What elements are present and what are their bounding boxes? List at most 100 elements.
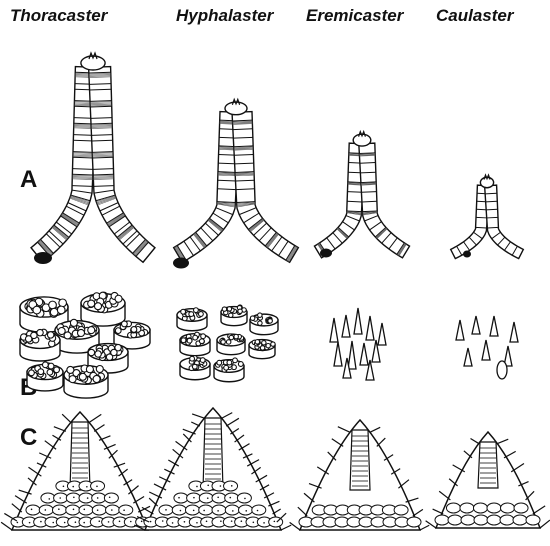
- plate-granule: [83, 508, 86, 511]
- disc-plate: [211, 492, 227, 504]
- arm-plate-line: [91, 134, 113, 136]
- arm-hatch: [133, 240, 147, 255]
- arm-hatch: [249, 219, 264, 231]
- arm-hatch: [96, 197, 117, 205]
- plate-granule: [178, 496, 180, 499]
- arm-pair-hyphalaster: [172, 97, 300, 264]
- arm-hatch: [39, 240, 53, 255]
- arm-hatch: [397, 243, 406, 256]
- marginal-spine: [225, 417, 240, 427]
- spine: [463, 347, 473, 367]
- disc-cap: [224, 101, 248, 116]
- marginal-spine: [510, 462, 525, 473]
- spinelet: [32, 305, 42, 315]
- spinelet: [220, 339, 226, 345]
- arm-hatch: [235, 172, 255, 174]
- disc-plate: [486, 502, 502, 514]
- arm-plate-line: [258, 227, 272, 242]
- arm-hatch: [51, 227, 67, 241]
- plate-granule: [118, 520, 121, 523]
- marginal-spine: [438, 490, 451, 501]
- arm-plate-line: [101, 205, 120, 216]
- arm-plate-line: [235, 179, 255, 182]
- arm-plate-line: [381, 232, 392, 244]
- arm-plate-line: [491, 231, 501, 240]
- plate-granule: [161, 520, 164, 522]
- arm-hatch: [337, 227, 349, 239]
- marginal-spine: [259, 484, 270, 491]
- arm-hatch: [61, 213, 79, 225]
- arm-plate-line: [238, 207, 257, 216]
- marginal-spine: [525, 490, 535, 501]
- spinelet: [257, 312, 263, 318]
- marginal-spine: [289, 521, 301, 531]
- arm-hatch: [135, 241, 149, 257]
- plate-granule: [44, 509, 47, 511]
- spinelet: [257, 320, 263, 326]
- arm-plate-line: [217, 179, 237, 182]
- marginal-spine: [280, 524, 292, 531]
- disc-plate: [393, 504, 409, 516]
- plate-granule: [273, 520, 276, 523]
- disc-plate: [118, 504, 134, 516]
- arm-plate-line: [88, 71, 111, 74]
- arm-plate-line: [232, 119, 253, 122]
- arm-plate-line: [205, 222, 219, 236]
- arm-plate-line: [116, 224, 133, 238]
- arm-plate-line: [48, 230, 64, 245]
- arm-left: [172, 110, 241, 264]
- plate-granule: [149, 520, 152, 523]
- marginal-spine: [136, 515, 150, 523]
- arm-plate-line: [236, 201, 256, 203]
- marginal-spine: [532, 505, 546, 515]
- arm-hatch: [398, 244, 407, 256]
- genus-label-caulaster: Caulaster: [436, 6, 514, 25]
- marginal-spine: [308, 483, 322, 489]
- arm-hatch: [91, 125, 113, 127]
- arm-plate-line: [234, 162, 254, 165]
- arm-plate-line: [233, 145, 254, 148]
- plate-granule: [244, 497, 246, 500]
- spinelet: [57, 326, 66, 336]
- arm-hatch: [236, 203, 256, 208]
- arm-hatch: [70, 196, 90, 204]
- marginal-spine: [496, 438, 509, 445]
- arm-hatch: [346, 212, 362, 216]
- arm-plate-line: [183, 240, 194, 256]
- spinelet: [199, 357, 206, 364]
- arm-hatch: [232, 121, 253, 124]
- spine: [503, 345, 513, 367]
- spinelet: [192, 307, 199, 314]
- marginal-spine: [303, 492, 315, 503]
- marginal-spine: [61, 413, 72, 423]
- arm-plate-line: [359, 152, 376, 155]
- plate-granule: [140, 520, 143, 523]
- disc-plate: [78, 504, 94, 516]
- disc-plate: [224, 492, 240, 504]
- marginal-spine: [52, 434, 62, 441]
- disc-plate: [473, 514, 489, 526]
- marginal-spine: [263, 492, 275, 499]
- arm-hatch: [336, 228, 348, 239]
- spine: [359, 342, 369, 366]
- arm-hatch: [362, 212, 378, 216]
- marginal-spine: [164, 468, 175, 475]
- arm-plate-line: [235, 188, 255, 191]
- marginal-spine: [88, 413, 102, 423]
- spinelet: [28, 369, 35, 377]
- arm-plate-line: [89, 83, 112, 85]
- plate-granule: [256, 509, 259, 512]
- disc-plate: [223, 480, 239, 492]
- arm-hatch: [216, 201, 236, 204]
- central-column: [349, 429, 371, 491]
- spinelet: [249, 315, 256, 321]
- arm-plate-line: [189, 236, 201, 252]
- arm-hatch: [266, 233, 278, 248]
- spinelet: [267, 318, 273, 324]
- disc-plate: [65, 492, 81, 504]
- genus-label-thoracaster: Thoracaster: [10, 6, 108, 25]
- disc-plate: [445, 502, 461, 514]
- plate-granule: [83, 521, 85, 524]
- spine: [333, 341, 343, 367]
- spinelet: [69, 318, 78, 327]
